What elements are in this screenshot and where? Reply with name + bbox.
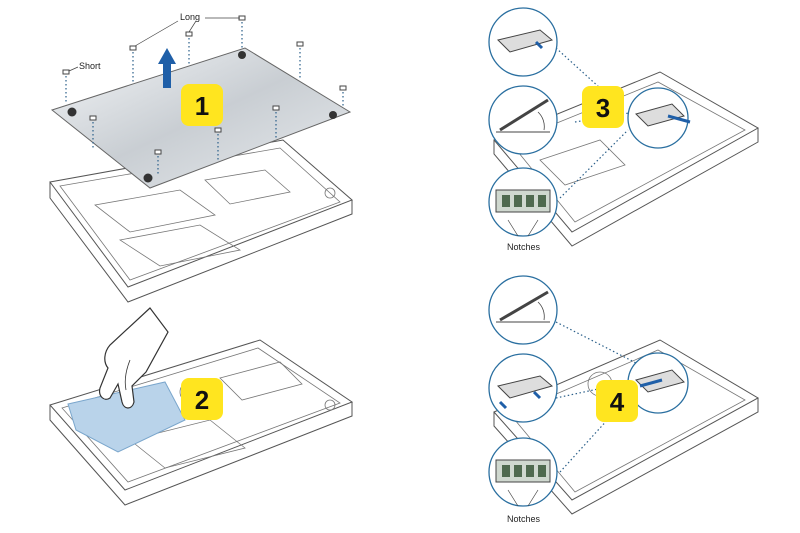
step-1-illustration: Long Short 1 — [49, 12, 353, 303]
laptop-base-2 — [49, 339, 354, 506]
step-3-number: 3 — [596, 93, 610, 123]
callout-insert-angle — [488, 85, 558, 155]
step-2-badge: 2 — [181, 378, 223, 420]
lift-arrow-icon — [158, 48, 176, 88]
long-screw-label: Long — [180, 12, 200, 22]
callout-slot-detail-3 — [627, 87, 691, 149]
callout-notches-bottom — [488, 437, 558, 507]
connector-dots-3 — [555, 47, 636, 199]
step-1-badge: 1 — [181, 84, 223, 126]
notches-label-bottom: Notches — [507, 514, 541, 524]
step-4-badge: 4 — [596, 380, 638, 422]
callout-insert-angle-4 — [488, 275, 558, 345]
step-3-badge: 3 — [582, 86, 624, 128]
screws — [62, 15, 347, 176]
step-4-number: 4 — [610, 387, 625, 417]
callout-memory-slot-top — [488, 7, 558, 77]
battery-connector-highlight — [67, 381, 186, 453]
step-2-number: 2 — [195, 385, 209, 415]
step-1-number: 1 — [195, 91, 209, 121]
connector-dots-4 — [555, 321, 641, 473]
long-label-leaders — [68, 17, 240, 72]
callout-slot-detail-4 — [627, 352, 689, 414]
callout-memory-slot-4 — [488, 353, 558, 423]
step-3-illustration: Notches 3 — [488, 7, 760, 252]
notches-label-top: Notches — [507, 242, 541, 252]
hand-touching-icon — [99, 307, 169, 409]
short-screw-label: Short — [79, 61, 101, 71]
callout-notches-top — [488, 167, 558, 237]
step-2-illustration: 2 — [49, 307, 354, 506]
step-4-illustration: Notches 4 — [488, 275, 760, 524]
